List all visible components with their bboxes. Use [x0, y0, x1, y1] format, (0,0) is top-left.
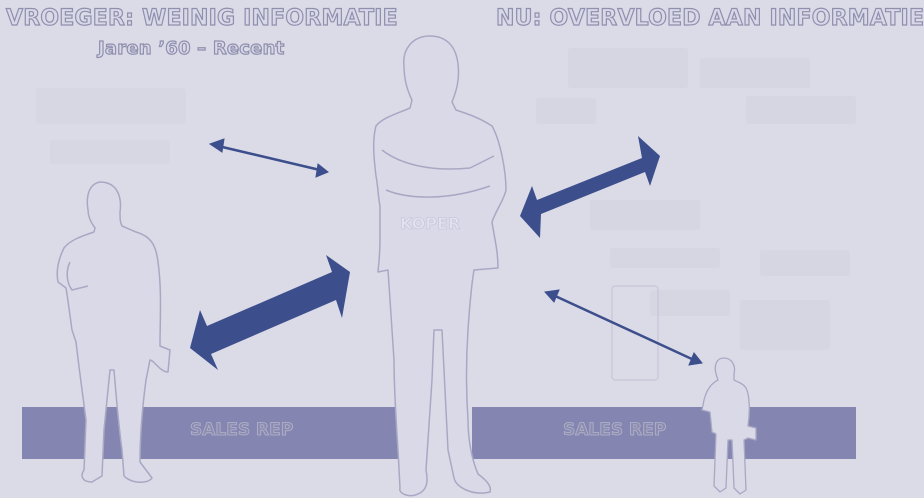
left-title: VROEGER: WEINIG INFORMATIE [5, 5, 398, 31]
right-title: NU: OVERVLOED AAN INFORMATIE [495, 5, 924, 31]
left-sales-rep-figure [56, 181, 171, 483]
right-sales-rep-figure [701, 357, 757, 495]
right-sales-rep-bar [472, 407, 856, 459]
right-sales-rep-label: SALES REP [563, 420, 667, 441]
center-buyer-figure [372, 35, 507, 497]
thick-arrow-top-right [520, 136, 660, 238]
thick-arrow-bottom-left [190, 255, 350, 370]
background-shapes [36, 48, 856, 381]
arrows [190, 136, 703, 370]
thin-arrow-bottom-right [544, 289, 703, 366]
left-subtitle: Jaren ’60 – Recent [97, 37, 285, 59]
thin-arrow-top-left [208, 138, 329, 178]
left-sales-rep-label: SALES REP [190, 420, 294, 441]
buyer-label: KOPER [400, 214, 461, 234]
